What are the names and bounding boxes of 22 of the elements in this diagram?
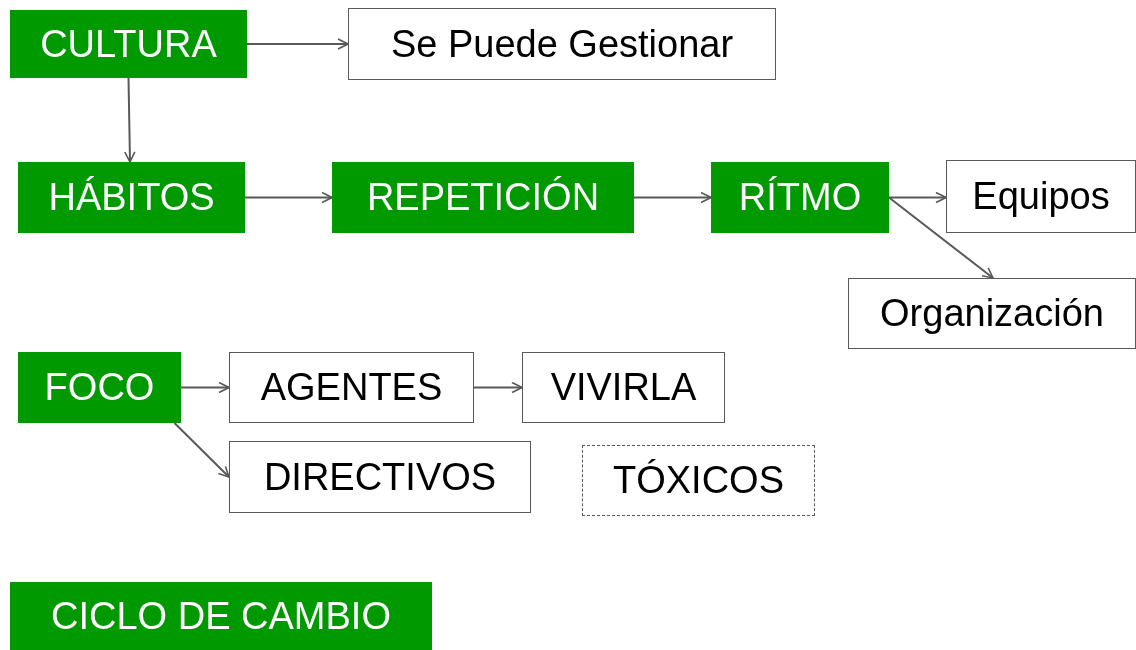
highlighted-box: REPETICIÓN <box>332 162 634 233</box>
highlighted-box: CICLO DE CAMBIO <box>10 582 432 650</box>
arrow <box>246 38 349 50</box>
arrow <box>180 381 230 394</box>
arrow <box>173 422 230 478</box>
concept-box: Se Puede Gestionar <box>348 8 776 80</box>
highlighted-box: FOCO <box>18 352 181 423</box>
highlighted-box: HÁBITOS <box>18 162 245 233</box>
highlighted-box: CULTURA <box>10 10 247 78</box>
concept-box: AGENTES <box>229 352 474 423</box>
arrow <box>124 77 136 163</box>
concept-box: VIVIRLA <box>522 352 725 423</box>
dashed-box: TÓXICOS <box>582 445 815 516</box>
arrow <box>888 191 947 204</box>
arrow <box>473 381 523 394</box>
arrow <box>244 191 333 204</box>
highlighted-box: RÍTMO <box>711 162 889 233</box>
concept-box: DIRECTIVOS <box>229 441 531 513</box>
arrow <box>888 196 994 279</box>
arrow <box>633 191 712 204</box>
concept-box: Organización <box>848 278 1136 349</box>
concept-box: Equipos <box>946 160 1136 233</box>
